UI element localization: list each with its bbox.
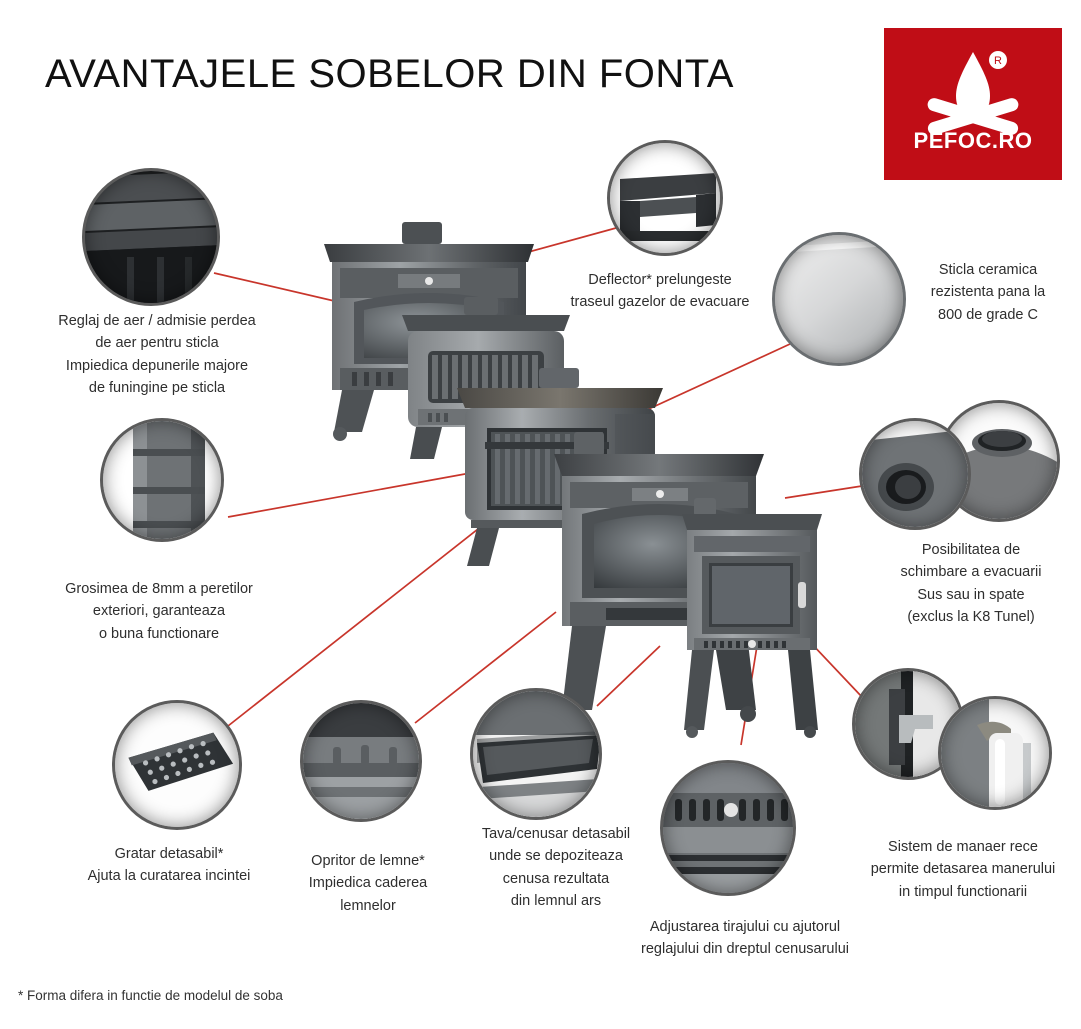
- baffle-deflector-detail-circle: [607, 140, 723, 256]
- cast-iron-stove-right-small: [678, 498, 826, 742]
- draft-vents-detail-circle: [660, 760, 796, 896]
- flue-outlet-detail-circle-front: [859, 418, 971, 530]
- svg-text:R: R: [994, 55, 1002, 67]
- callout-ceramic-glass: Sticla ceramica rezistenta pana la 800 d…: [930, 262, 1046, 323]
- callout-air-adjust: Reglaj de aer / admisie perdea de aer pe…: [58, 313, 256, 397]
- brand-name: PEFOC.RO: [913, 128, 1033, 153]
- log-retainer-detail-circle: [300, 700, 422, 822]
- brand-logo[interactable]: R PEFOC.RO: [884, 28, 1062, 180]
- callout-draft-adjust: Adjustarea tirajului cu ajutorul reglaju…: [641, 919, 849, 958]
- campfire-flame-icon: R: [884, 44, 1062, 154]
- cool-handle-detail-circle-right: [938, 696, 1052, 810]
- callout-wall-thickness: Grosimea de 8mm a peretilor exteriori, g…: [65, 581, 253, 642]
- cast-iron-wall-detail-circle: [100, 418, 224, 542]
- callout-deflector: Deflector* prelungeste traseul gazelor d…: [570, 272, 750, 311]
- removable-grate-detail-circle: [112, 700, 242, 830]
- callout-cool-handle: Sistem de manaer rece permite detasarea …: [870, 839, 1056, 900]
- callout-flue-outlet: Posibilitatea de schimbare a evacuarii S…: [900, 542, 1042, 626]
- callout-log-stop: Opritor de lemne* Impiedica caderea lemn…: [308, 853, 428, 914]
- footnote: * Forma difera in functie de modelul de …: [18, 988, 283, 1003]
- callout-ash-pan: Tava/cenusar detasabil unde se depozitea…: [481, 826, 631, 910]
- air-intake-detail-circle: [82, 168, 220, 306]
- callout-grate: Gratar detasabil* Ajuta la curatarea inc…: [87, 846, 251, 885]
- cool-handle-detail-circle-left: [852, 668, 964, 780]
- ceramic-glass-detail-circle: [772, 232, 906, 366]
- ash-pan-detail-circle: [470, 688, 602, 820]
- page-title: AVANTAJELE SOBELOR DIN FONTA: [45, 52, 734, 96]
